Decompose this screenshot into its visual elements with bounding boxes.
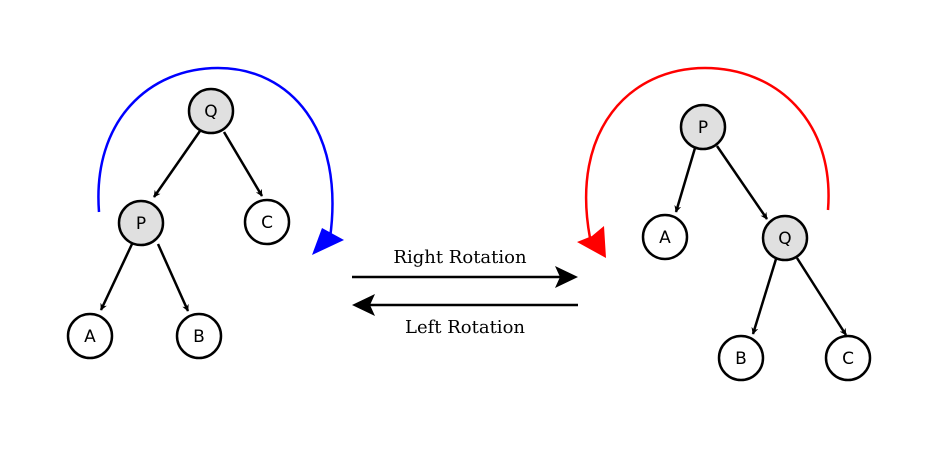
- edge-p-a: [99, 243, 134, 311]
- left-tree-node-c: C: [243, 198, 291, 246]
- right-tree-node-a: A: [641, 213, 689, 261]
- red-arrowhead-icon: [577, 226, 606, 258]
- left-tree-node-a: A: [66, 312, 114, 360]
- blue-arrowhead-icon: [312, 228, 344, 255]
- node-label: B: [193, 327, 205, 347]
- left-tree-node-p: P: [117, 199, 165, 247]
- right-rotation-label: Right Rotation: [393, 247, 527, 268]
- right-tree-edges: [674, 145, 848, 336]
- right-tree-node-q: Q: [761, 214, 809, 262]
- left-tree-node-q: Q: [187, 87, 235, 135]
- right-tree-node-p: P: [679, 103, 727, 151]
- right-rotation-operation: Right Rotation: [352, 247, 578, 288]
- left-tree-edges: [99, 130, 264, 312]
- node-label: Q: [778, 229, 791, 249]
- left-rotation-label: Left Rotation: [405, 317, 525, 338]
- left-rotation-arc: [577, 66, 830, 258]
- arrow-left-icon: [352, 294, 375, 316]
- edge-q-c: [795, 257, 848, 336]
- node-label: B: [735, 349, 747, 369]
- node-label: Q: [204, 102, 217, 122]
- edge-p-b: [156, 243, 190, 312]
- arrow-right-icon: [555, 266, 578, 288]
- right-tree-node-c: C: [824, 334, 872, 382]
- left-rotation-operation: Left Rotation: [352, 294, 578, 338]
- node-label: C: [842, 349, 854, 369]
- edge-q-c: [222, 131, 264, 197]
- edge-p-a: [674, 147, 697, 213]
- node-label: A: [84, 327, 96, 347]
- node-label: P: [136, 214, 146, 234]
- node-label: P: [698, 118, 708, 138]
- node-label: C: [261, 213, 273, 233]
- right-rotation-arc: [97, 66, 344, 255]
- right-tree-node-b: B: [717, 334, 765, 382]
- edge-q-b: [751, 258, 778, 335]
- edge-q-p: [152, 130, 202, 198]
- edge-p-q: [715, 145, 769, 220]
- node-label: A: [659, 228, 671, 248]
- left-tree-node-b: B: [175, 312, 223, 360]
